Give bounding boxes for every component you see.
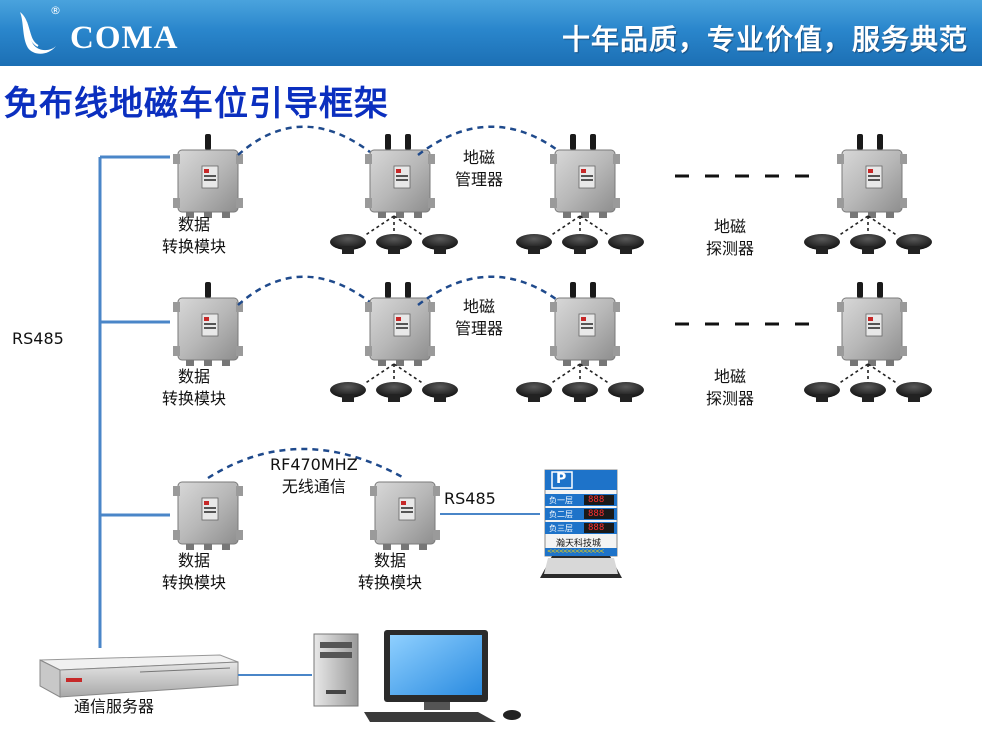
label-line1: 数据 bbox=[374, 551, 407, 570]
sign-row-2-label: 负二层 bbox=[549, 510, 573, 519]
converter-4-label: 数据 转换模块 bbox=[358, 550, 422, 594]
label-line1: 数据 bbox=[178, 215, 211, 234]
page-title: 免布线地磁车位引导框架 bbox=[4, 84, 389, 124]
bus-label: RS485 bbox=[12, 329, 64, 348]
wireless-link-1a bbox=[237, 125, 371, 156]
manager-2-label: 地磁 管理器 bbox=[455, 296, 503, 340]
label-line2: 转换模块 bbox=[162, 237, 227, 256]
data-converter-1 bbox=[172, 134, 244, 219]
monitor-icon bbox=[384, 630, 488, 710]
wireless-link-2a bbox=[237, 275, 371, 306]
label-line2: 探测器 bbox=[706, 389, 755, 408]
sign-footer: 瀚天科技城 bbox=[556, 539, 602, 549]
label-line1: 数据 bbox=[178, 551, 211, 570]
manager-1-label: 地磁 管理器 bbox=[455, 147, 503, 191]
sign-arrows: <<<<<<<<<<<<<< bbox=[547, 548, 604, 555]
magnetic-manager-2b bbox=[549, 282, 621, 367]
detector-1-label: 地磁 探测器 bbox=[706, 216, 754, 260]
wireless-link-1b bbox=[417, 125, 561, 156]
row-3 bbox=[172, 447, 622, 578]
label-line1: 地磁 bbox=[463, 297, 496, 316]
magnetic-manager-1b bbox=[549, 134, 621, 219]
label-line2: 探测器 bbox=[706, 239, 755, 258]
label-line2: 管理器 bbox=[455, 319, 504, 338]
sign-p-letter: P bbox=[556, 471, 567, 487]
magnetic-manager-1c bbox=[836, 134, 908, 219]
label-line2: 管理器 bbox=[455, 170, 504, 189]
server-chain bbox=[39, 630, 521, 722]
rf-label: RF470MHZ 无线通信 bbox=[270, 454, 358, 498]
converter-3-label: 数据 转换模块 bbox=[162, 550, 226, 594]
sign-row-3-value: 888 bbox=[588, 523, 605, 533]
sign-row-1-value: 888 bbox=[588, 495, 605, 505]
label-line1: 地磁 bbox=[463, 148, 496, 167]
coma-logo-icon bbox=[20, 12, 56, 54]
sign-row-2-value: 888 bbox=[588, 509, 605, 519]
keyboard-icon bbox=[364, 710, 521, 722]
magnetic-manager-2a bbox=[364, 282, 436, 367]
data-converter-4 bbox=[369, 481, 441, 551]
converter-2-label: 数据 转换模块 bbox=[162, 366, 226, 410]
converter-1-label: 数据 转换模块 bbox=[162, 214, 226, 258]
data-converter-3 bbox=[172, 481, 244, 551]
server-label: 通信服务器 bbox=[74, 697, 155, 716]
data-converter-2 bbox=[172, 282, 244, 367]
magnetic-manager-2c bbox=[836, 282, 908, 367]
wireless-link-2b bbox=[417, 275, 561, 306]
label-line1: 地磁 bbox=[714, 367, 747, 386]
detector-2-label: 地磁 探测器 bbox=[706, 366, 754, 410]
sign-row-1-label: 负一层 bbox=[549, 496, 573, 505]
label-line1: 数据 bbox=[178, 367, 211, 386]
sign-row-3-label: 负三层 bbox=[549, 524, 573, 533]
rf-frequency: RF470MHZ bbox=[270, 455, 358, 474]
rf-wireless-link bbox=[207, 447, 405, 480]
label-line2: 转换模块 bbox=[162, 389, 227, 408]
slogan: 十年品质，专业价值，服务典范 bbox=[561, 23, 968, 56]
label-line2: 转换模块 bbox=[162, 573, 227, 592]
rs485-link-label: RS485 bbox=[444, 489, 496, 508]
logo-text: COMA bbox=[70, 20, 179, 56]
row-1 bbox=[172, 125, 932, 254]
label-line2: 转换模块 bbox=[358, 573, 423, 592]
magnetic-manager-1a bbox=[364, 134, 436, 219]
header-bar: ® COMA 十年品质，专业价值，服务典范 bbox=[0, 0, 982, 66]
row-2 bbox=[172, 275, 932, 402]
comm-server-icon bbox=[39, 654, 239, 698]
label-line1: 地磁 bbox=[714, 217, 747, 236]
logo-registered-mark: ® bbox=[50, 4, 61, 17]
guidance-sign bbox=[540, 469, 622, 578]
pc-tower-icon bbox=[313, 633, 359, 707]
rf-description: 无线通信 bbox=[281, 477, 346, 496]
rs485-bus bbox=[98, 155, 170, 648]
